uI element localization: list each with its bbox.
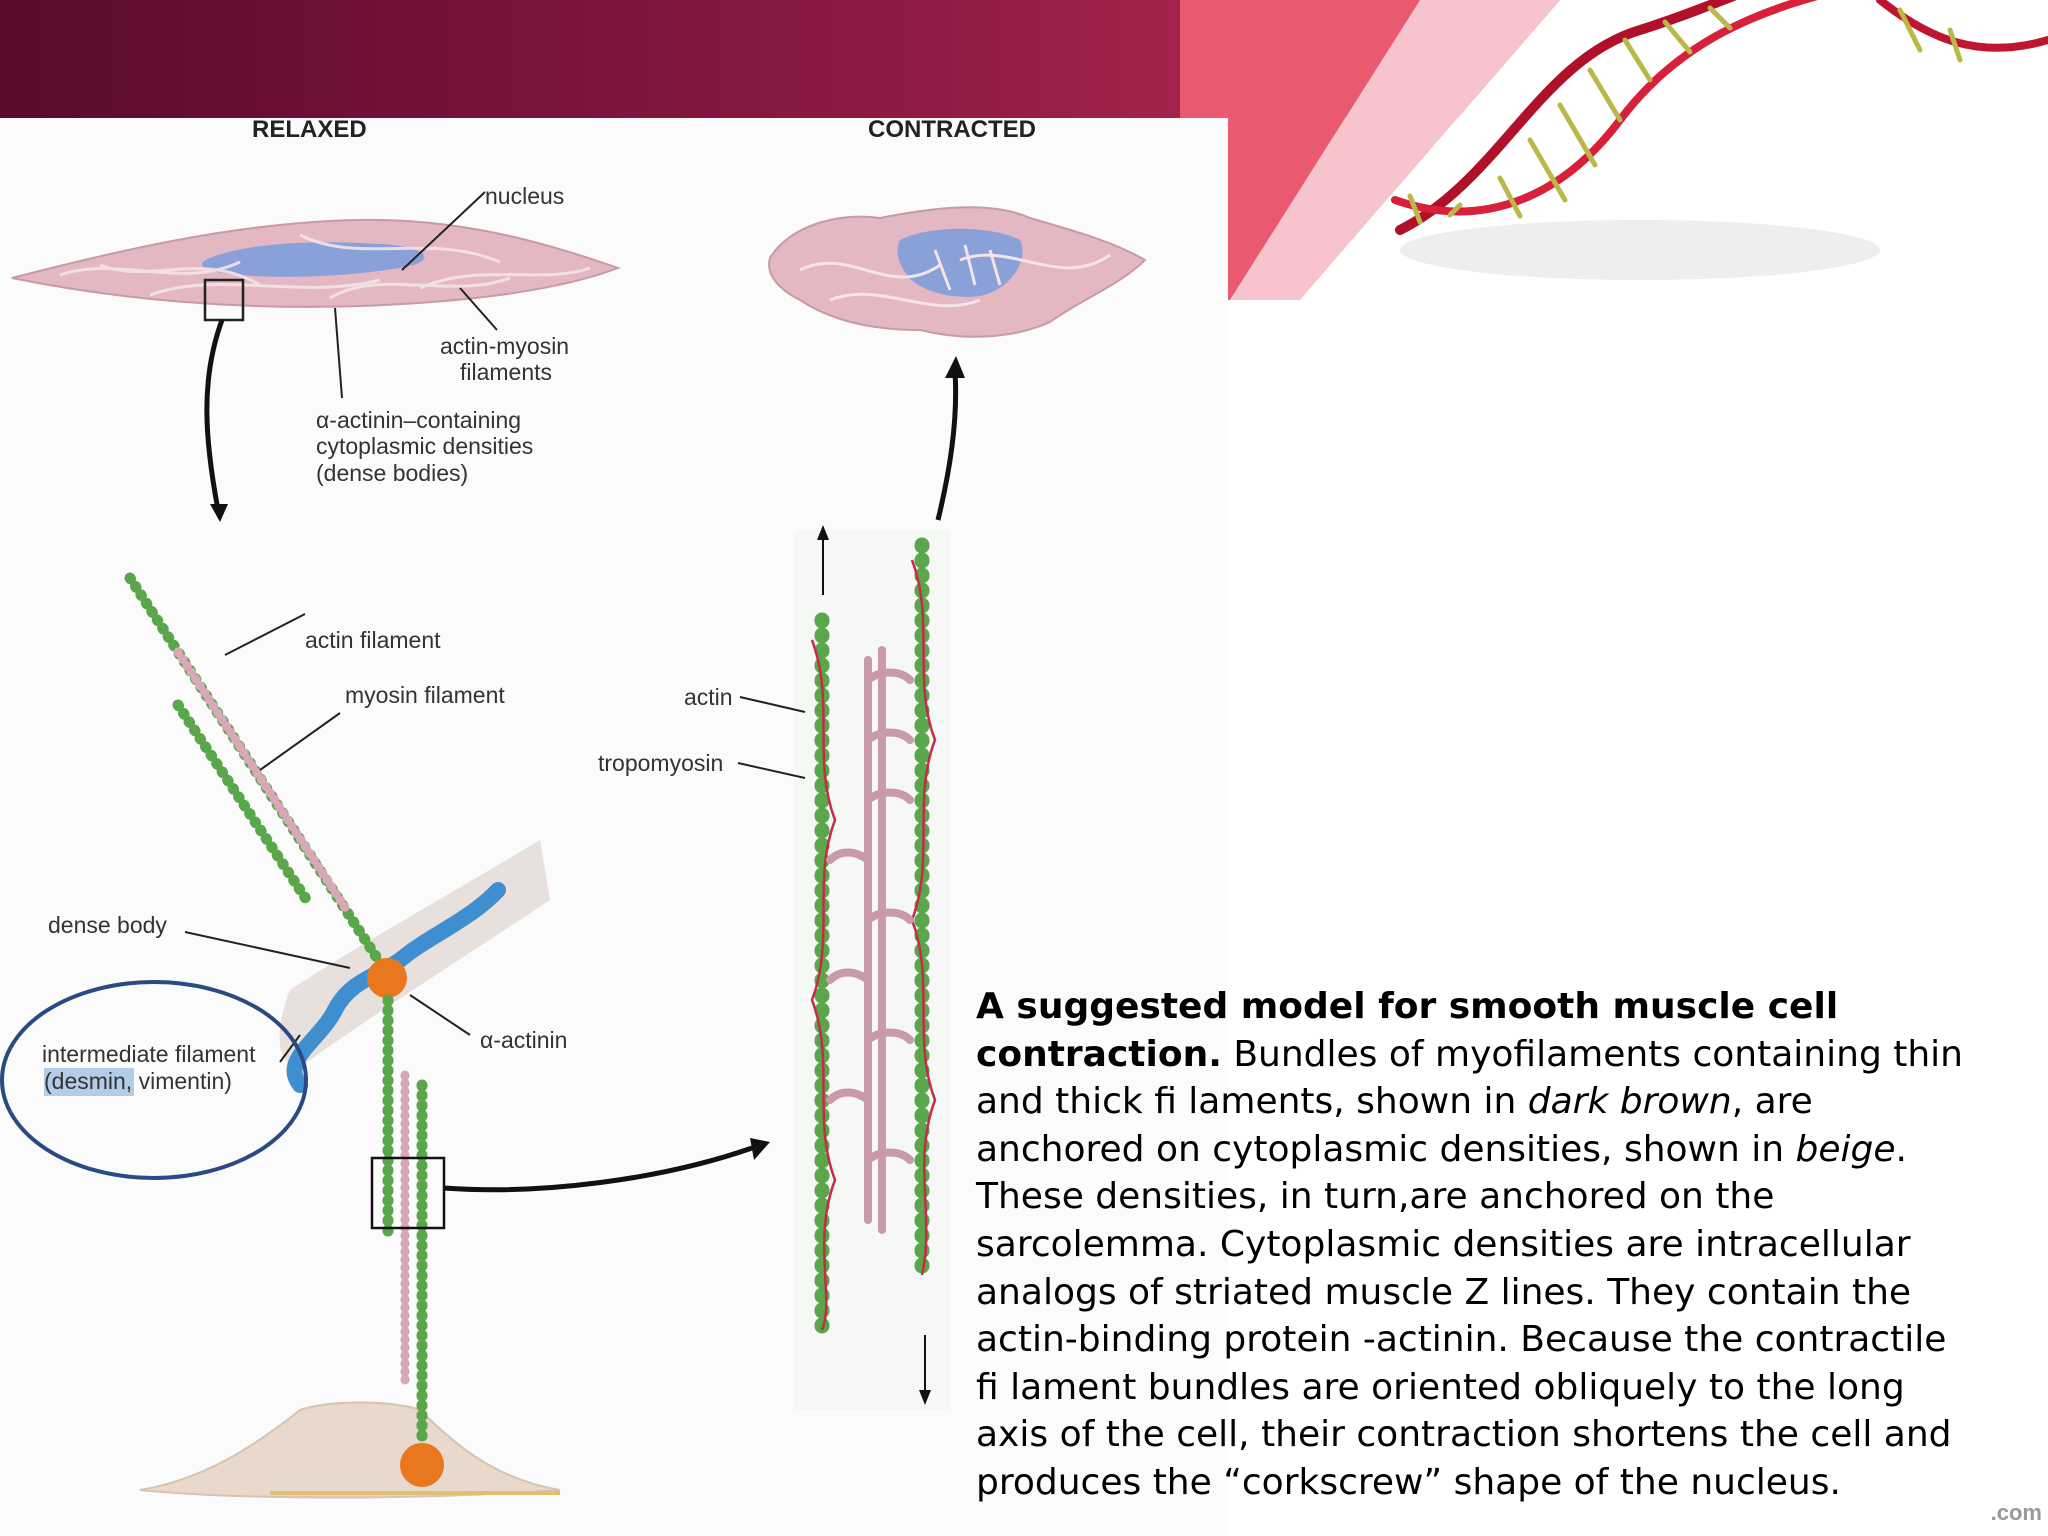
smooth-muscle-figure: RELAXED CONTRACTED nucleus actin-myosin …	[0, 118, 1228, 1536]
nucleus-label: nucleus	[485, 183, 564, 209]
anchor-dense-body	[400, 1443, 444, 1487]
tropomyosin-label: tropomyosin	[598, 750, 723, 776]
dense-bodies-label-3: (dense bodies)	[316, 460, 468, 486]
relaxed-header: RELAXED	[252, 118, 367, 143]
contracted-cell	[768, 206, 1147, 521]
filament-detail	[0, 572, 770, 1499]
actin-label: actin	[684, 684, 733, 710]
dense-bodies-label-1: α-actinin–containing	[316, 407, 521, 433]
dense-bodies-label-2: cytoplasmic densities	[316, 433, 533, 459]
highlight-circle	[0, 980, 308, 1180]
myosin-filament-label: myosin filament	[345, 682, 505, 708]
actin-filament-lower	[382, 994, 428, 1446]
contracted-filaments	[737, 525, 950, 1410]
relaxed-zoom-box	[203, 278, 245, 322]
banner-graphic	[0, 0, 2048, 300]
dense-body-label: dense body	[48, 912, 167, 938]
caption-text-1: Bundles of myofilaments containing thin …	[976, 1033, 1963, 1123]
dna-helix-image	[1391, 0, 2048, 280]
myosin-heads	[826, 646, 914, 1234]
actin-filament-label: actin filament	[305, 627, 441, 653]
figure-illustration: RELAXED CONTRACTED nucleus actin-myosin …	[0, 118, 1147, 1499]
caption-text-3: . These densities, in turn,are anchored …	[976, 1128, 1952, 1503]
actin-myosin-label-1: actin-myosin	[440, 333, 569, 359]
footer-watermark: .com	[1990, 1500, 2042, 1525]
sarcolemma	[139, 1401, 561, 1499]
figure-caption: A suggested model for smooth muscle cell…	[976, 983, 1976, 1507]
actin-myosin-label-2: filaments	[460, 359, 552, 385]
intermediate-filament-types-label: (desmin, vimentin)	[44, 1068, 232, 1094]
contracted-nucleus	[897, 228, 1023, 297]
relaxed-nucleus	[201, 242, 425, 277]
caption-dark-brown: dark brown	[1527, 1081, 1732, 1123]
vimentin-label: vimentin)	[132, 1068, 232, 1094]
intermediate-filament-label: intermediate filament	[42, 1041, 256, 1067]
dense-body	[367, 958, 407, 998]
filament-zoom-box	[370, 1156, 446, 1230]
caption-beige: beige	[1795, 1128, 1896, 1170]
desmin-label: (desmin,	[44, 1068, 132, 1094]
caption-text-2: , are anchored on cytoplasmic densities,…	[976, 1081, 1813, 1170]
myosin-filament-upper	[173, 647, 353, 917]
alpha-actinin-label: α-actinin	[480, 1027, 567, 1053]
contracted-header: CONTRACTED	[868, 118, 1036, 143]
header-banner	[0, 0, 2048, 300]
tropomyosin-strand-left	[810, 639, 837, 1331]
caption-title: A suggested model for smooth muscle cell…	[976, 986, 1839, 1075]
relaxed-cell	[11, 191, 621, 522]
